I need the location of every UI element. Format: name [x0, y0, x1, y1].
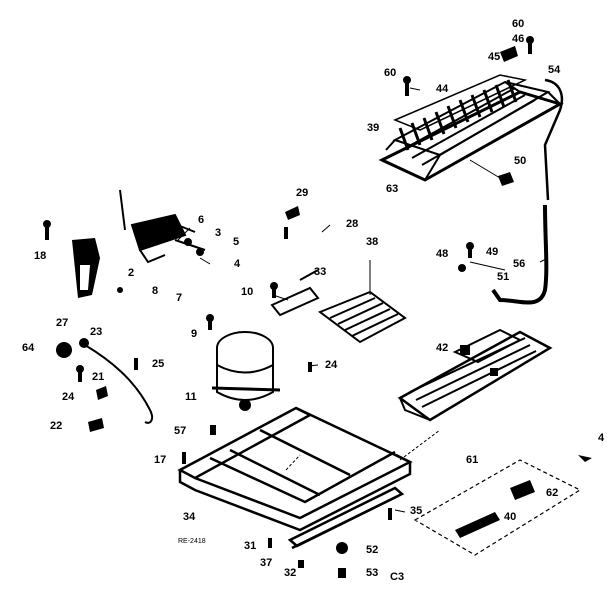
- callout-31: 31: [244, 540, 256, 552]
- callout-18: 18: [34, 250, 46, 262]
- screw-18: [43, 220, 51, 240]
- callout-32: 32: [284, 567, 296, 579]
- valve-assembly: [119, 189, 206, 264]
- callout-63: 63: [386, 183, 398, 195]
- callout-49: 49: [486, 246, 498, 258]
- part-64: [56, 342, 72, 358]
- bracket-33: [270, 269, 320, 317]
- part-61-kit: [413, 459, 582, 556]
- evaporator-coil: [378, 74, 564, 201]
- callout-60a: 60: [512, 18, 524, 30]
- callout-10: 10: [241, 286, 253, 298]
- callout-labels: 60 46 45 54 60 44 39 63 50 29 28 6 3 5 4…: [22, 18, 605, 583]
- callout-37: 37: [260, 557, 272, 569]
- callout-51: 51: [497, 271, 509, 283]
- screw-44: [403, 76, 411, 96]
- callout-11: 11: [185, 391, 197, 403]
- callout-28: 28: [346, 218, 358, 230]
- callout-61: 61: [466, 454, 478, 466]
- callout-24b: 24: [62, 391, 75, 403]
- callout-40: 40: [504, 511, 516, 523]
- rail-assembly: [287, 486, 405, 550]
- leader-lines: [177, 87, 549, 513]
- callout-50: 50: [514, 155, 526, 167]
- callout-56: 56: [513, 258, 525, 270]
- callout-53: 53: [366, 567, 378, 579]
- clip-46-45: [500, 36, 534, 62]
- callout-34: 34: [183, 511, 196, 523]
- callout-9: 9: [191, 328, 197, 340]
- callout-57: 57: [174, 425, 186, 437]
- small-parts-left: [76, 358, 138, 432]
- evaporator-fins: [398, 79, 518, 151]
- callout-17: 17: [154, 454, 166, 466]
- screws-misc: [117, 206, 592, 578]
- drawing-number: RE-2418: [178, 538, 206, 545]
- callout-48: 48: [436, 248, 448, 260]
- thermostat-assembly-38: [317, 260, 407, 344]
- callout-4-edge: 4: [598, 432, 605, 444]
- callout-46: 46: [512, 33, 524, 45]
- callout-60b: 60: [384, 67, 396, 79]
- callout-62: 62: [546, 487, 558, 499]
- callout-54: 54: [548, 64, 561, 76]
- callout-4: 4: [234, 258, 241, 270]
- callout-2: 2: [128, 267, 134, 279]
- callout-29: 29: [296, 187, 308, 199]
- callout-42: 42: [436, 342, 448, 354]
- condenser-42: [397, 328, 553, 422]
- callout-38: 38: [366, 236, 378, 248]
- callout-3: 3: [215, 227, 221, 239]
- callout-35: 35: [410, 505, 422, 517]
- callout-45: 45: [488, 51, 500, 63]
- part-62: [510, 480, 535, 500]
- harness-23: [79, 338, 154, 424]
- callout-22: 22: [50, 420, 62, 432]
- compressor-11: [211, 331, 281, 411]
- callout-5: 5: [233, 236, 239, 248]
- callout-7: 7: [176, 292, 182, 304]
- base-frame-34: [177, 406, 413, 532]
- part-40: [455, 512, 500, 538]
- callout-27: 27: [56, 317, 68, 329]
- corner-text: C3: [390, 571, 404, 583]
- callout-39: 39: [367, 122, 379, 134]
- callout-25: 25: [152, 358, 164, 370]
- condenser-brackets: [460, 345, 498, 376]
- drain-tube-56: [491, 204, 549, 305]
- callout-64: 64: [22, 342, 35, 354]
- callout-33: 33: [314, 266, 326, 278]
- callout-21: 21: [92, 371, 104, 383]
- drain-fitting-50: [498, 172, 514, 186]
- callout-52: 52: [366, 544, 378, 556]
- callout-8: 8: [152, 285, 158, 297]
- callout-44: 44: [436, 83, 449, 95]
- callout-24a: 24: [325, 359, 338, 371]
- callout-23: 23: [90, 326, 102, 338]
- callout-6: 6: [198, 214, 204, 226]
- bracket-27: [72, 238, 100, 298]
